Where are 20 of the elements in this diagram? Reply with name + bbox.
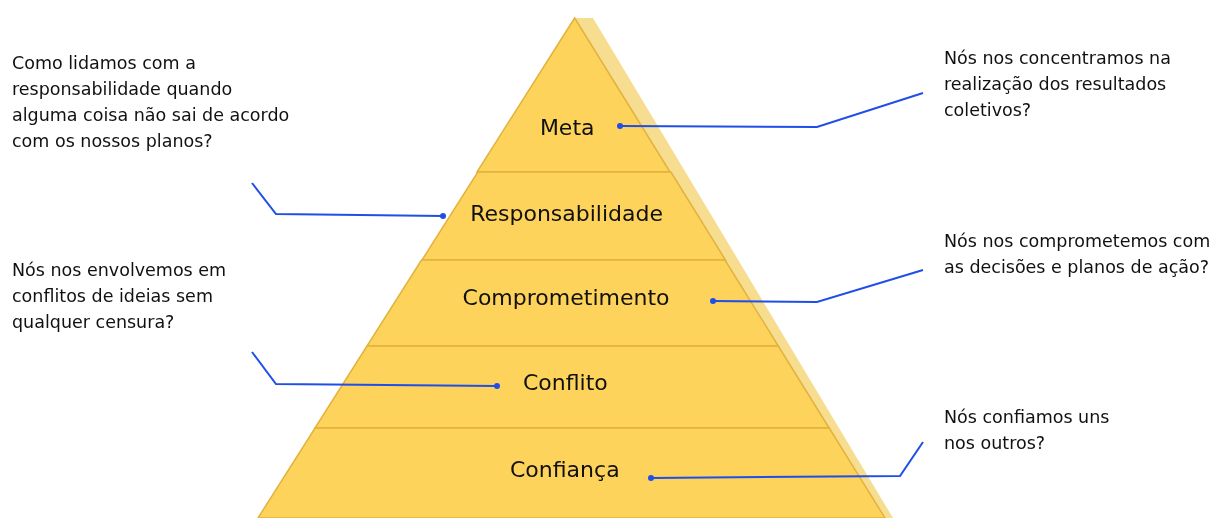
question-text: Nós nos envolvemos em conflitos de ideias sem qualquer censura? <box>12 257 262 335</box>
layer-label: Comprometimento <box>461 285 671 310</box>
leader-line <box>251 182 446 219</box>
layer-label: Meta <box>538 115 596 140</box>
leader-line <box>710 269 924 304</box>
leader-line <box>251 351 500 389</box>
layer-label: Confiança <box>509 457 621 482</box>
pyramid-layer <box>367 260 779 346</box>
layer-label: Responsabilidade <box>469 201 664 226</box>
pyramid-layer <box>258 428 885 518</box>
layer-label: Conflito <box>522 370 609 395</box>
question-text: Como lidamos com a responsabilidade quando alguma coisa não sai de acordo com os nossos planos? <box>12 50 297 154</box>
leader-line <box>617 92 924 129</box>
question-text: Nós nos comprometemos com as decisões e planos de ação? <box>944 228 1220 280</box>
question-text: Nós confiamos uns nos outros? <box>944 404 1124 456</box>
question-text: Nós nos concentramos na realização dos resultados coletivos? <box>944 45 1194 123</box>
leader-line <box>648 441 924 481</box>
pyramid-layer <box>421 172 725 260</box>
pyramid-layer <box>315 346 830 428</box>
pyramid-layer <box>477 18 671 172</box>
